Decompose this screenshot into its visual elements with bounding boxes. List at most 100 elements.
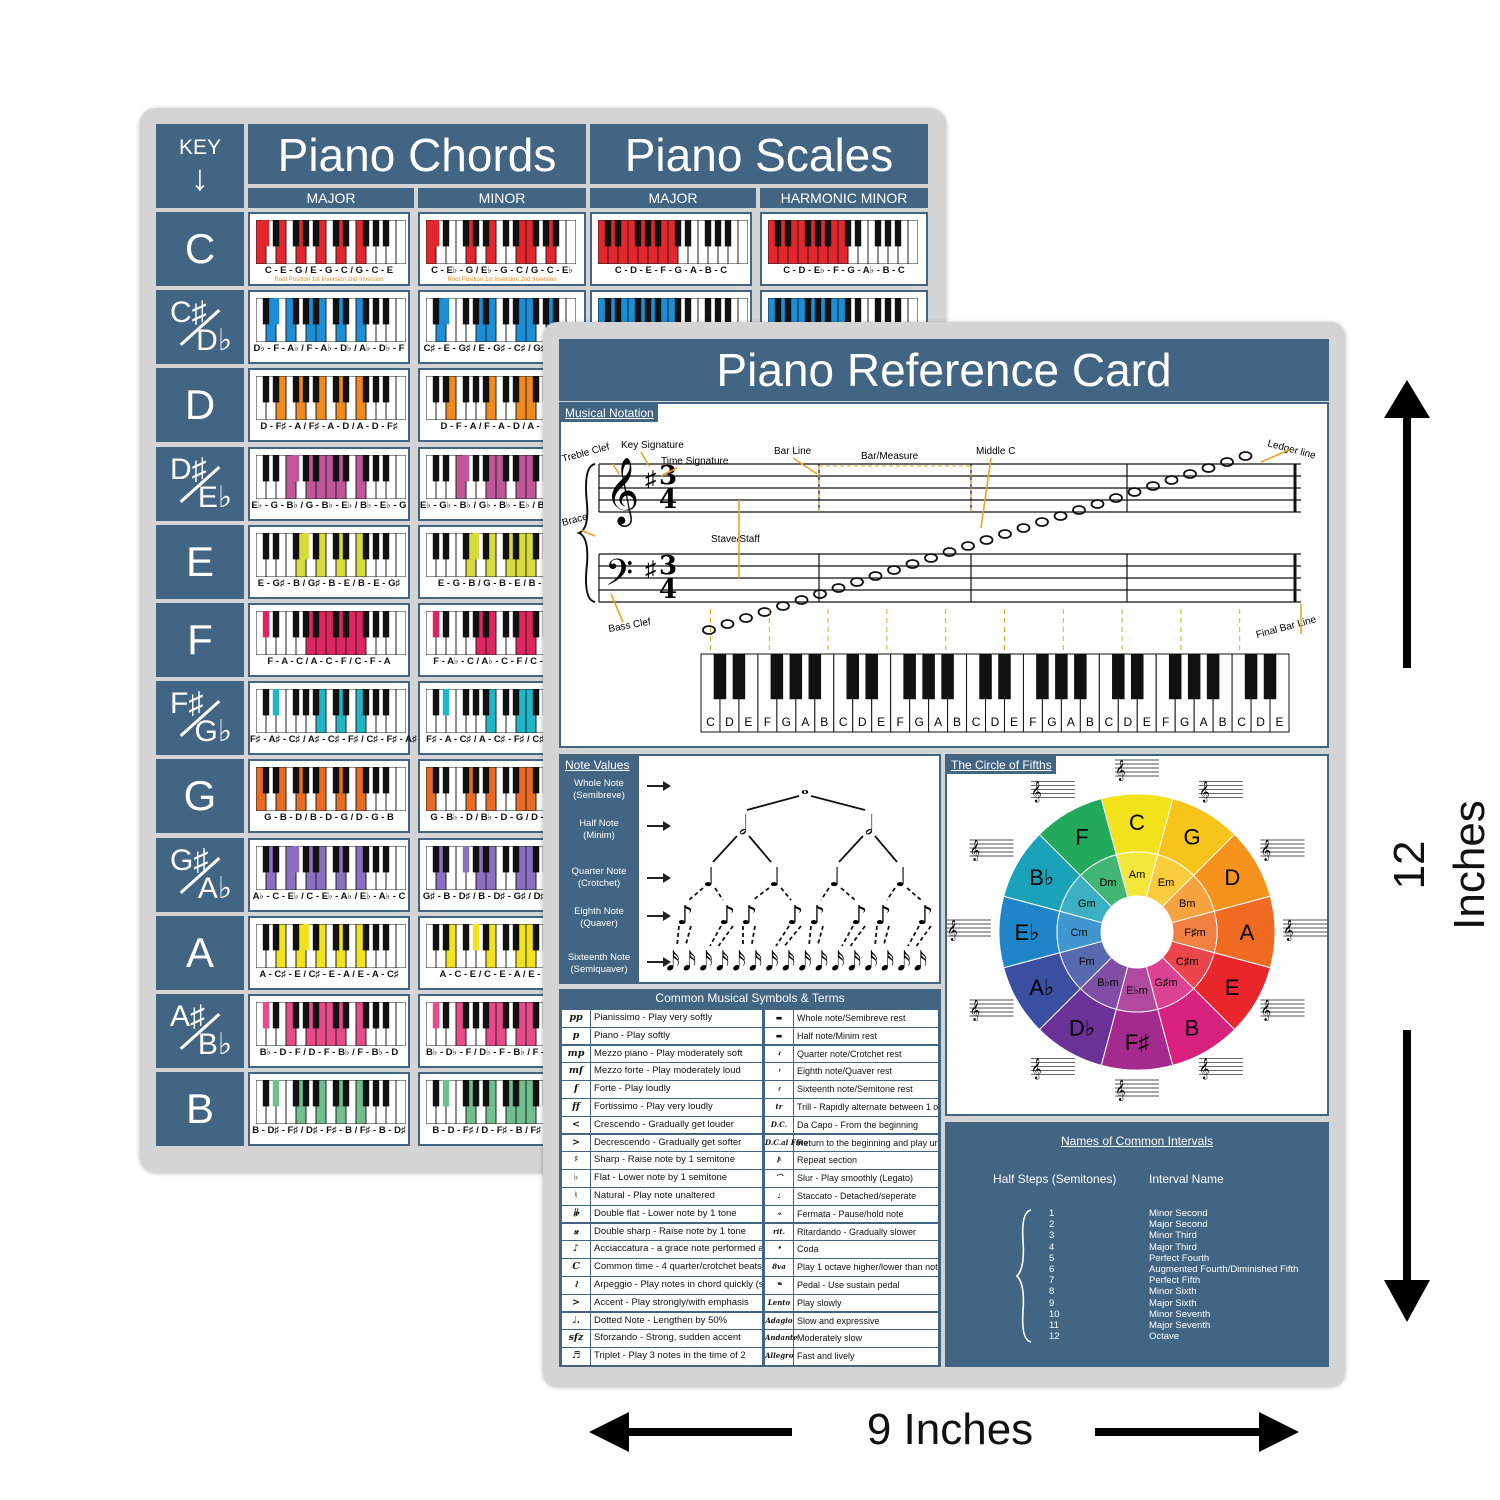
symbol-row: 𝄫Double flat - Lower note by 1 tone (562, 1205, 762, 1223)
symbol-glyph: p (562, 1027, 591, 1045)
tree-branch (709, 925, 722, 947)
chord-notes: F♯ - A♯ - C♯ / A♯ - C♯ - F♯ / C♯ - F♯ - … (250, 734, 417, 746)
black-key (462, 767, 470, 794)
tree-branch (838, 835, 864, 863)
black-key (462, 376, 470, 403)
svg-text:𝄞: 𝄞 (1031, 781, 1042, 802)
black-key (262, 1002, 270, 1029)
key-cell-1: C♯/D♭C♯D♭ (156, 290, 244, 365)
black-key (382, 298, 390, 325)
whole-note (887, 565, 901, 575)
black-key (312, 454, 320, 481)
black-key (362, 1002, 370, 1029)
black-key (634, 298, 642, 325)
black-key (342, 532, 350, 560)
black-key (332, 1080, 340, 1107)
black-key (874, 298, 882, 325)
interval-steps: 9 (1049, 1297, 1055, 1309)
black-key (332, 376, 340, 403)
interval-steps: 6 (1049, 1264, 1055, 1275)
intervals-title: Names of Common Intervals (1060, 1134, 1214, 1148)
white-key (907, 220, 918, 264)
black-key (1074, 654, 1087, 700)
black-key (774, 298, 782, 325)
tree-branch (841, 925, 854, 947)
black-key (312, 1002, 320, 1029)
symbol-meaning: Arpeggio - Play notes in chord quickly (… (594, 1279, 762, 1290)
callout-arrow (610, 593, 624, 623)
chord-notes: D - F♯ - A / F♯ - A - D / A - D - F♯ (260, 421, 398, 433)
note-symbol: 𝅘𝅥𝅯 (732, 947, 746, 977)
black-key (292, 923, 300, 951)
tree-branch (816, 925, 824, 947)
whole-note (1090, 499, 1105, 509)
black-key (614, 298, 622, 325)
symbol-glyph: ▬ (765, 1027, 794, 1045)
symbol-meaning: Sixteenth note/Semitone rest (797, 1084, 913, 1095)
symbol-glyph: ♩. (562, 1312, 591, 1330)
symbol-glyph: 𝆮 (765, 1277, 794, 1294)
note-symbol: 𝅝 (801, 775, 809, 799)
black-key (332, 767, 340, 794)
black-key (846, 654, 860, 700)
symbol-row: ♪Acciaccatura - a grace note performed a… (562, 1241, 762, 1258)
white-key-label: F (1029, 715, 1036, 729)
black-key (482, 1002, 490, 1029)
symbol-meaning: Dotted Note - Lengthen by 50% (594, 1314, 728, 1326)
black-key (472, 376, 480, 403)
whole-note (850, 577, 864, 587)
black-key (262, 454, 270, 481)
minor-key-label: F♯m (1184, 927, 1205, 939)
whole-note (961, 541, 975, 551)
tree-branch (808, 925, 812, 947)
note-value-label: Quarter Note(Crotchet) (561, 866, 637, 890)
symbol-meaning: Crescendo - Gradually get louder (594, 1118, 734, 1130)
black-key (614, 220, 622, 247)
black-key (372, 767, 380, 794)
black-key (302, 611, 310, 638)
black-key (482, 611, 490, 638)
black-key (874, 220, 882, 247)
treble-clef-label: Treble Clef (561, 442, 611, 465)
chord-notes: G - B♭ - D / B♭ - D - G / D - G - B♭ (430, 812, 574, 824)
tree-branch (746, 795, 800, 811)
symbol-row: ♬Triplet - Play 3 notes in the time of 2 (562, 1348, 762, 1365)
black-key (432, 1002, 440, 1029)
width-arrow-left-icon (589, 1412, 792, 1452)
black-key (462, 454, 470, 481)
symbol-meaning: Forte - Play loudly (594, 1083, 671, 1095)
black-key (774, 220, 782, 247)
black-key (332, 220, 340, 247)
inversion-labels: Root Position 1st Inversion 2nd Inversio… (447, 277, 557, 283)
black-key (462, 298, 470, 325)
symbol-meaning: Whole note/Semibreve rest (797, 1013, 906, 1023)
symbol-meaning: Da Capo - From the beginning (797, 1119, 919, 1130)
note-symbol: ♪ (917, 901, 934, 931)
symbol-glyph: 𝄆 (765, 1152, 794, 1169)
major-key-label: E♭ (1014, 920, 1039, 945)
brace-icon (576, 463, 596, 603)
black-key (482, 376, 490, 403)
black-key (542, 298, 550, 325)
black-key (302, 689, 310, 716)
black-key (342, 220, 350, 247)
svg-text:𝄞: 𝄞 (1031, 1059, 1042, 1080)
black-key (312, 532, 320, 560)
white-key-label: D (725, 715, 734, 729)
interval-name: Augmented Fourth/Diminished Fifth (1149, 1264, 1299, 1275)
tree-branch (882, 925, 890, 947)
black-key (312, 689, 320, 716)
symbol-meaning: Coda (797, 1244, 819, 1255)
black-key (714, 298, 722, 325)
black-key (512, 376, 520, 403)
black-key (770, 654, 784, 700)
symbol-row: ♩Staccato - Detached/seperate (765, 1188, 938, 1205)
black-key (684, 298, 692, 325)
symbol-glyph: Allegro (765, 1348, 794, 1365)
black-key (262, 298, 270, 325)
key-signature-stave: 𝄞 (1260, 839, 1305, 861)
symbol-meaning: Common time - 4 quarter/crotchet beats p… (594, 1261, 762, 1273)
